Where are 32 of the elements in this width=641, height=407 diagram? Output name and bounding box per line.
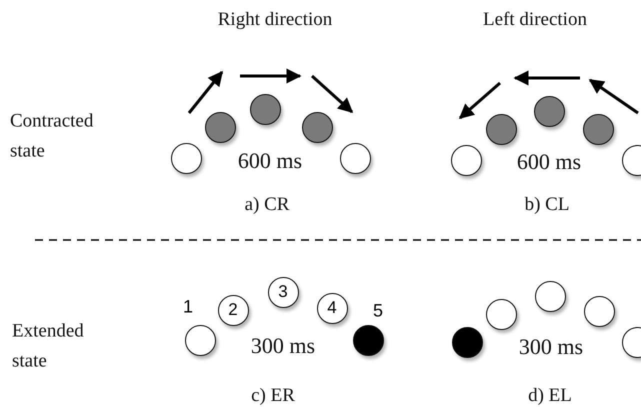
circle-marker [250, 94, 280, 124]
circle-marker [204, 112, 236, 142]
row-heading: Extended state [12, 320, 85, 374]
column-heading: Left direction [483, 9, 587, 31]
circle-number: 5 [373, 300, 383, 322]
panel-caption: a) CR [244, 194, 290, 216]
duration-label: 600 ms [238, 148, 302, 174]
panel-caption: d) EL [528, 385, 572, 407]
circle-marker [486, 298, 516, 330]
circle-marker [184, 324, 216, 356]
numbered-circle: 2 [218, 294, 248, 326]
circle-marker [340, 142, 370, 174]
duration-label: 300 ms [518, 334, 584, 360]
circle-marker [170, 142, 202, 174]
circle-marker [352, 324, 384, 356]
circle-marker [582, 114, 614, 144]
panel-caption: b) CL [524, 194, 570, 216]
duration-label: 600 ms [516, 149, 582, 175]
circle-marker [302, 112, 332, 142]
row-heading: Contracted state [10, 110, 94, 164]
circle-number: 1 [183, 296, 193, 318]
circle-marker [450, 144, 482, 176]
numbered-circle: 4 [316, 292, 348, 324]
circle-marker [452, 326, 482, 358]
column-heading: Right direction [218, 9, 332, 31]
circle-marker [486, 114, 516, 144]
panel-caption: c) ER [251, 385, 295, 407]
circle-marker [534, 280, 566, 312]
circle-marker [534, 96, 564, 126]
duration-label: 300 ms [250, 333, 316, 359]
numbered-circle: 3 [268, 276, 298, 308]
circle-marker [584, 296, 614, 326]
